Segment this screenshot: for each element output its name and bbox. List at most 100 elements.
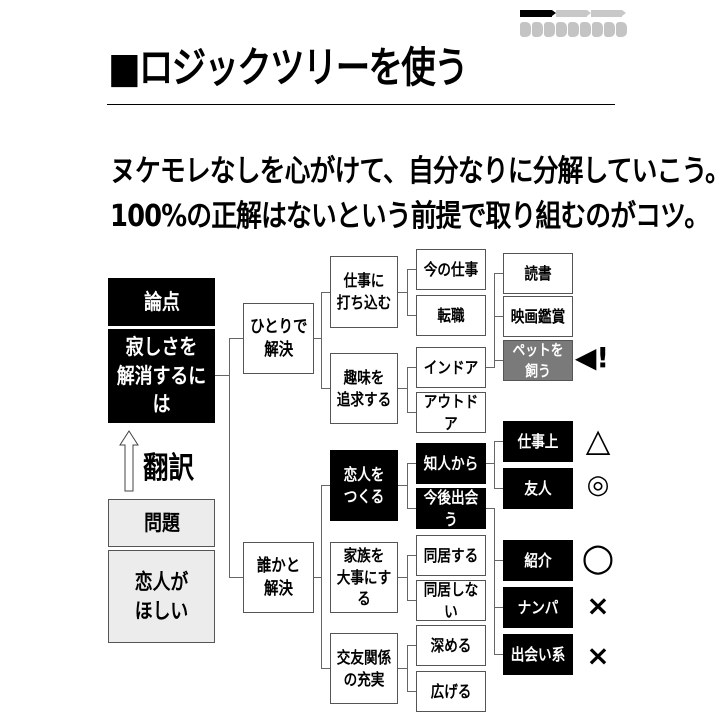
connector — [494, 441, 503, 442]
progress-chip — [616, 22, 627, 37]
connector — [494, 488, 503, 489]
tree-leaf-widen: 広げる — [416, 671, 486, 712]
connector — [229, 577, 243, 578]
connector — [407, 600, 416, 601]
connector — [321, 485, 330, 486]
problem-text: 恋人が ほしい — [108, 550, 215, 643]
connector — [486, 367, 495, 368]
connector — [407, 463, 416, 464]
issue-text: 寂しさを 解消するには — [108, 329, 215, 423]
connector — [494, 273, 495, 368]
tree-node-with-others: 誰かと 解決 — [243, 542, 314, 613]
progress-chip — [592, 22, 603, 37]
connector — [398, 668, 407, 669]
lead-line-2: 100%の正解はないという前提で取り組むのがコツ。 — [110, 199, 710, 234]
connector — [407, 691, 416, 692]
connector — [407, 315, 416, 316]
issue-label: 論点 — [108, 278, 215, 326]
circle-mark-icon: ○ — [581, 535, 615, 579]
connector — [486, 508, 495, 509]
connector — [215, 375, 229, 376]
page-title: ■ロジックツリーを使う — [108, 43, 469, 92]
progress-chip — [568, 22, 579, 37]
progress-step-3 — [591, 10, 626, 17]
tree-leaf-job-change: 転職 — [416, 295, 486, 336]
tree-leaf-reading: 読書 — [503, 253, 573, 294]
exclamation-pointer-icon: ◀! — [574, 341, 610, 374]
tree-node-partner: 恋人を つくる — [330, 450, 398, 521]
tree-leaf-movies: 映画鑑賞 — [503, 296, 573, 337]
connector — [494, 441, 495, 489]
progress-chip — [604, 22, 615, 37]
progress-chip — [544, 22, 555, 37]
problem-label: 問題 — [108, 499, 215, 547]
tree-leaf-acquaintance: 知人から — [416, 443, 486, 484]
tree-leaf-live-together: 同居する — [416, 535, 486, 576]
connector — [407, 367, 416, 368]
progress-chip — [556, 22, 567, 37]
tree-node-hobby: 趣味を 追求する — [330, 353, 398, 424]
connector — [494, 273, 503, 274]
tree-node-family: 家族を 大事にする — [330, 542, 398, 613]
connector — [407, 463, 408, 509]
connector — [321, 485, 322, 669]
connector — [398, 485, 407, 486]
connector — [494, 607, 503, 608]
tree-leaf-current-job: 今の仕事 — [416, 249, 486, 290]
connector — [407, 269, 408, 316]
progress-step-2 — [556, 10, 591, 17]
connector — [398, 388, 407, 389]
cross-mark-icon: × — [586, 589, 610, 622]
connector — [407, 269, 416, 270]
tree-leaf-indoor: インドア — [416, 347, 486, 388]
connector — [314, 577, 322, 578]
progress-chip — [520, 22, 531, 37]
connector — [229, 338, 243, 339]
connector — [407, 555, 408, 601]
connector — [494, 316, 503, 317]
connector — [321, 292, 322, 389]
progress-step-1 — [520, 10, 556, 17]
progress-chip — [580, 22, 591, 37]
progress-chip — [532, 22, 543, 37]
connector — [398, 292, 407, 293]
connector — [407, 645, 416, 646]
triangle-mark-icon: △ — [585, 421, 611, 459]
tree-leaf-pickup: ナンパ — [503, 587, 573, 628]
tree-leaf-deepen: 深める — [416, 625, 486, 666]
connector — [494, 360, 503, 361]
lead-line-1: ヌケモレなしを心がけて、自分なりに分解していこう。 — [110, 154, 720, 189]
connector — [229, 338, 230, 578]
tree-leaf-live-apart: 同居しない — [416, 580, 486, 621]
connector — [494, 654, 503, 655]
cross-mark-icon: × — [586, 639, 610, 672]
tree-leaf-dating-site: 出会い系 — [503, 634, 573, 675]
tree-node-work: 仕事に 打ち込む — [330, 256, 398, 328]
tree-leaf-outdoor: アウトドア — [416, 392, 486, 433]
tree-node-friends: 交友関係 の充実 — [330, 633, 398, 704]
tree-leaf-friend: 友人 — [503, 468, 573, 509]
connector — [407, 645, 408, 692]
connector — [321, 668, 330, 669]
connector — [321, 388, 330, 389]
connector — [321, 292, 330, 293]
connector — [494, 508, 495, 655]
tree-leaf-work-related: 仕事上 — [503, 421, 573, 462]
connector — [407, 367, 408, 413]
progress-indicator — [520, 10, 627, 40]
tree-node-solo: ひとりで 解決 — [243, 303, 314, 374]
connector — [314, 338, 322, 339]
tree-leaf-pet: ペットを飼う — [503, 340, 573, 381]
title-divider — [107, 104, 615, 105]
tree-leaf-meet-future: 今後出会う — [416, 488, 486, 529]
connector — [494, 560, 503, 561]
connector — [407, 555, 416, 556]
connector — [486, 463, 495, 464]
double-circle-mark-icon: ◎ — [586, 470, 610, 500]
translate-label: 翻訳 — [143, 451, 194, 486]
connector — [407, 508, 416, 509]
connector — [407, 412, 416, 413]
connector — [398, 577, 407, 578]
tree-leaf-introduction: 紹介 — [503, 540, 573, 581]
arrow-up-icon — [119, 430, 139, 492]
